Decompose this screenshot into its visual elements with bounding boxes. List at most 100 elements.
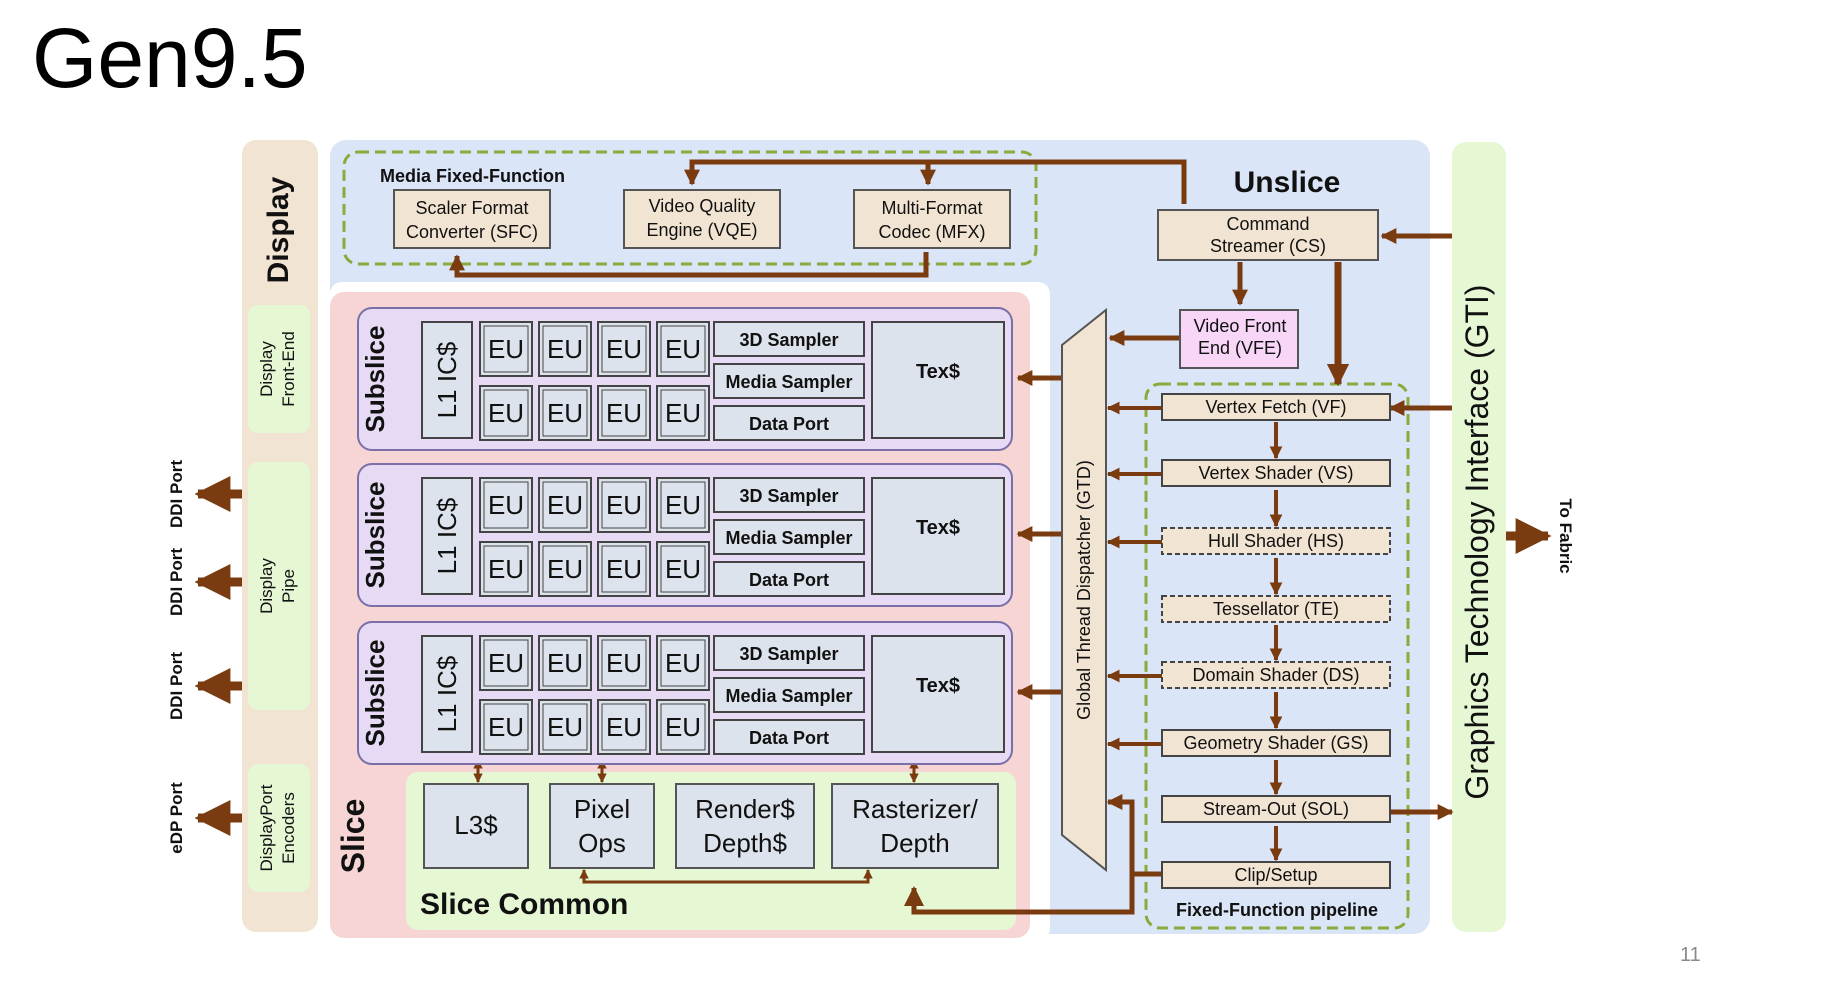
pipeline-stage: Hull Shader (HS) — [1161, 527, 1391, 555]
execution-unit: EU — [538, 699, 592, 755]
texture-cache-label: Tex$ — [916, 361, 960, 383]
svg-text:Front-End: Front-End — [279, 331, 298, 407]
l3-cache-box: L3$ — [423, 783, 529, 869]
execution-unit: EU — [656, 541, 710, 597]
execution-unit-label: EU — [547, 490, 583, 520]
global-thread-dispatcher: Global Thread Dispatcher (GTD) — [1061, 307, 1107, 873]
execution-unit: EU — [538, 477, 592, 533]
execution-unit: EU — [656, 635, 710, 691]
subslice-label: Subslice — [360, 482, 390, 589]
pipeline-stage: Geometry Shader (GS) — [1161, 729, 1391, 757]
execution-unit: EU — [597, 541, 651, 597]
svg-text:Render$: Render$ — [695, 794, 795, 824]
svg-text:Video Front: Video Front — [1194, 316, 1287, 336]
ddi-port-label-1: DDI Port — [167, 460, 186, 528]
l1-icache-label: L1 IC$ — [432, 341, 462, 418]
pipeline-stage-label: Tessellator (TE) — [1213, 599, 1339, 619]
texture-cache-label: Tex$ — [916, 675, 960, 697]
execution-unit: EU — [656, 699, 710, 755]
media-connections — [448, 159, 1187, 278]
sampler-label: Data Port — [749, 570, 829, 590]
sampler-box — [713, 677, 865, 713]
svg-text:Rasterizer/: Rasterizer/ — [852, 794, 978, 824]
pipeline-stages: Vertex Fetch (VF) Vertex Shader (VS) Hull … — [1161, 393, 1391, 889]
display-title: Display — [262, 176, 295, 283]
displayport-encoders-label: DisplayPort Encoders — [257, 784, 298, 871]
execution-unit-label: EU — [547, 554, 583, 584]
svg-text:Command: Command — [1226, 214, 1309, 234]
svg-text:Display: Display — [257, 341, 276, 397]
pipeline-stage-label: Domain Shader (DS) — [1192, 665, 1359, 685]
display-pipe-box — [248, 462, 310, 710]
execution-unit: EU — [597, 385, 651, 441]
pipeline-stage: Vertex Fetch (VF) — [1161, 393, 1391, 421]
svg-text:Global Thread Dispatcher (GTD): Global Thread Dispatcher (GTD) — [1074, 460, 1094, 720]
sampler-box — [713, 405, 865, 441]
svg-text:L3$: L3$ — [454, 810, 498, 840]
execution-unit-label: EU — [547, 398, 583, 428]
clip-to-raster-connection — [904, 793, 1162, 915]
sampler-label: Media Sampler — [725, 372, 852, 392]
execution-unit-label: EU — [488, 648, 524, 678]
execution-unit: EU — [656, 321, 710, 377]
to-fabric-label: To Fabric — [1556, 498, 1575, 573]
l1-icache-box — [421, 321, 473, 439]
slice-title: Slice — [335, 799, 371, 874]
l1-icache-box — [421, 477, 473, 595]
pipeline-stage-label: Vertex Fetch (VF) — [1205, 397, 1346, 417]
pipeline-title: Fixed-Function pipeline — [1176, 900, 1378, 920]
sampler-box — [713, 321, 865, 357]
execution-unit-label: EU — [665, 554, 701, 584]
pipeline-stage-label: Clip/Setup — [1234, 865, 1317, 885]
execution-unit: EU — [479, 635, 533, 691]
pipeline-to-gtd-arrows — [1106, 401, 1162, 751]
pipeline-stage: Domain Shader (DS) — [1161, 661, 1391, 689]
texture-cache-box — [871, 635, 1005, 753]
svg-text:Depth: Depth — [880, 828, 949, 858]
pixel-ops-box: Pixel Ops — [549, 783, 655, 869]
texture-cache-box — [871, 477, 1005, 595]
sampler-label: Media Sampler — [725, 686, 852, 706]
execution-unit: EU — [538, 385, 592, 441]
svg-text:Streamer (CS): Streamer (CS) — [1210, 236, 1326, 256]
sampler-box — [713, 719, 865, 755]
fixed-function-frame — [1144, 382, 1410, 930]
execution-unit-label: EU — [665, 334, 701, 364]
svg-text:Pixel: Pixel — [574, 794, 630, 824]
pipeline-stage-label: Stream-Out (SOL) — [1203, 799, 1349, 819]
svg-text:Multi-Format: Multi-Format — [881, 198, 982, 218]
sampler-label: Data Port — [749, 728, 829, 748]
sampler-label: 3D Sampler — [739, 330, 838, 350]
execution-unit-label: EU — [665, 490, 701, 520]
sampler-box — [713, 363, 865, 399]
svg-text:Codec (MFX): Codec (MFX) — [878, 222, 985, 242]
media-mfx-box: Multi-Format Codec (MFX) — [853, 189, 1011, 249]
svg-text:Depth$: Depth$ — [703, 828, 787, 858]
execution-unit-label: EU — [606, 398, 642, 428]
svg-text:Scaler Format: Scaler Format — [415, 198, 528, 218]
execution-unit: EU — [479, 477, 533, 533]
svg-text:Display: Display — [257, 558, 276, 614]
svg-text:Converter (SFC): Converter (SFC) — [406, 222, 538, 242]
execution-unit-label: EU — [665, 648, 701, 678]
texture-cache-label: Tex$ — [916, 517, 960, 539]
pipeline-stage: Vertex Shader (VS) — [1161, 459, 1391, 487]
execution-unit: EU — [479, 385, 533, 441]
page-number: 11 — [1680, 944, 1701, 966]
execution-unit: EU — [538, 635, 592, 691]
unslice-connections — [1108, 227, 1454, 821]
pipeline-stage-label: Vertex Shader (VS) — [1198, 463, 1353, 483]
pipeline-stage-label: Geometry Shader (GS) — [1183, 733, 1368, 753]
execution-unit-label: EU — [606, 648, 642, 678]
svg-text:Pipe: Pipe — [279, 569, 298, 603]
execution-unit: EU — [597, 321, 651, 377]
render-depth-cache-box: Render$ Depth$ — [675, 783, 815, 869]
execution-unit-label: EU — [488, 554, 524, 584]
pipeline-stage: Stream-Out (SOL) — [1161, 795, 1391, 823]
execution-unit: EU — [538, 321, 592, 377]
